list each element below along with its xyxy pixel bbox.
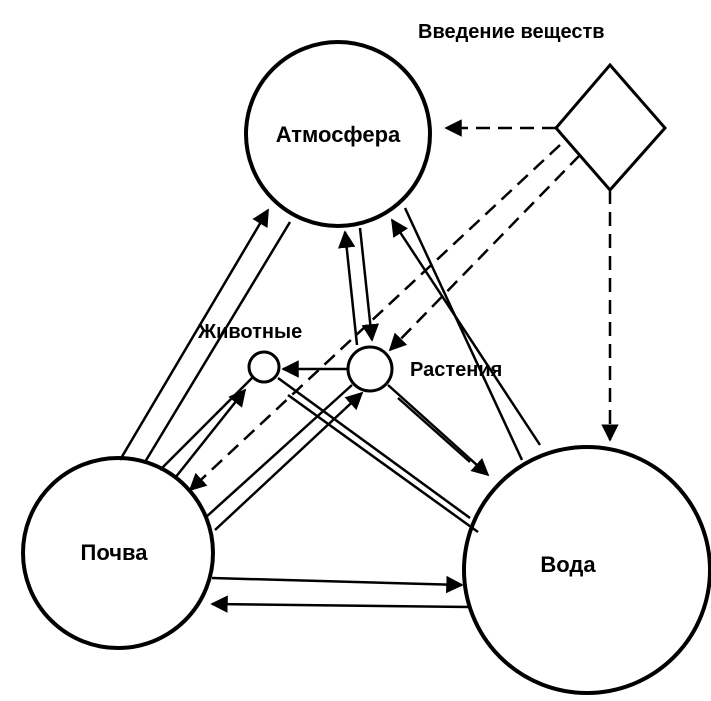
soil-to-plants-arrow bbox=[214, 391, 364, 531]
atmosphere-to-plants-arrow bbox=[358, 227, 380, 342]
soil-to-water-arrow bbox=[211, 575, 464, 594]
plants-to-soil-line bbox=[204, 384, 353, 519]
source-to-soil-arrow bbox=[188, 144, 561, 492]
water-to-atmosphere-arrow bbox=[390, 218, 542, 446]
atmosphere-to-water-line bbox=[403, 207, 524, 461]
water-node bbox=[462, 445, 711, 695]
atmosphere-label: Атмосфера bbox=[276, 122, 401, 147]
soil-to-atmosphere-arrow bbox=[118, 208, 270, 461]
source-label: Введение веществ bbox=[418, 21, 605, 43]
plants-node bbox=[346, 345, 394, 393]
water-to-soil-arrow bbox=[210, 595, 471, 613]
source-to-plants-arrow bbox=[388, 154, 581, 352]
soil-to-animals-arrow bbox=[174, 388, 247, 479]
plants-label: Растения bbox=[410, 359, 502, 381]
animals-to-soil-line bbox=[159, 377, 253, 471]
soil-label: Почва bbox=[81, 540, 149, 565]
water-label: Вода bbox=[540, 552, 596, 577]
input-source-node bbox=[554, 62, 667, 193]
plants-water-return-line bbox=[397, 397, 471, 463]
animals-label: Животные bbox=[197, 321, 302, 343]
animals-water-return-line bbox=[287, 393, 479, 534]
atmosphere-node bbox=[244, 40, 432, 228]
soil-node bbox=[21, 456, 215, 650]
plants-to-atmosphere-arrow bbox=[337, 230, 359, 346]
plants-to-water-arrow bbox=[387, 384, 490, 477]
atmosphere-to-soil-line bbox=[143, 221, 292, 463]
animals-to-water-line bbox=[277, 376, 471, 520]
animals-node bbox=[247, 350, 281, 384]
